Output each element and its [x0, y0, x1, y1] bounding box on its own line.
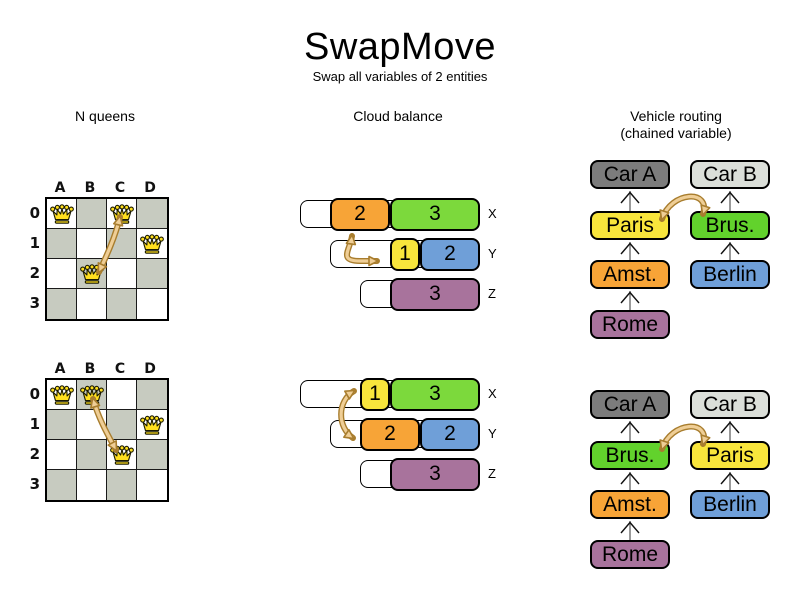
- process-box: 1: [390, 237, 420, 271]
- chessboard-after: [45, 378, 169, 502]
- chessboard-before: [45, 197, 169, 321]
- board-cell-D0: [137, 380, 167, 410]
- board-cell-A3: [47, 470, 77, 500]
- board-cell-A1: [47, 410, 77, 440]
- column-label-D: D: [144, 180, 156, 196]
- board-cell-A1: [47, 229, 77, 259]
- process-box: 3: [390, 457, 480, 491]
- board-cell-B3: [77, 470, 107, 500]
- board-cell-C3: [107, 470, 137, 500]
- queen-icon: [79, 383, 105, 407]
- board-cell-C0: [107, 380, 137, 410]
- column-label-D: D: [144, 361, 156, 377]
- board-cell-D2: [137, 259, 167, 289]
- stop-box-berlin: Berlin: [690, 260, 770, 289]
- row-label-1: 1: [29, 234, 40, 252]
- row-label-0: 0: [29, 204, 40, 222]
- column-label-C: C: [114, 180, 126, 196]
- page-title: SwapMove: [304, 26, 496, 68]
- machine-label-X: X: [488, 386, 497, 401]
- row-label-2: 2: [29, 264, 40, 282]
- board-cell-A2: [47, 440, 77, 470]
- board-cell-C2: [107, 259, 137, 289]
- column-label-C: C: [114, 361, 126, 377]
- process-box: 3: [390, 277, 480, 311]
- machine-label-X: X: [488, 206, 497, 221]
- process-box: 3: [390, 197, 480, 231]
- machine-label-Y: Y: [488, 426, 497, 441]
- queen-icon: [79, 262, 105, 286]
- panel-header-vehicle-routing: Vehicle routing (chained variable): [566, 108, 786, 142]
- row-label-3: 3: [29, 294, 40, 312]
- row-label-3: 3: [29, 475, 40, 493]
- board-cell-B2: [77, 440, 107, 470]
- stop-box-rome: Rome: [590, 310, 670, 339]
- stop-box-amst: Amst.: [590, 260, 670, 289]
- car-box-carb: Car B: [690, 160, 770, 189]
- column-label-B: B: [84, 361, 96, 377]
- process-box: 2: [420, 237, 480, 271]
- stop-box-paris: Paris: [590, 211, 670, 240]
- process-box: 3: [390, 377, 480, 411]
- stop-box-amst: Amst.: [590, 490, 670, 519]
- board-cell-D2: [137, 440, 167, 470]
- stop-box-rome: Rome: [590, 540, 670, 569]
- board-cell-B1: [77, 410, 107, 440]
- queen-icon: [139, 413, 165, 437]
- panel-header-vehicle-line1: Vehicle routing: [630, 108, 722, 124]
- board-cell-A3: [47, 289, 77, 319]
- stop-box-paris: Paris: [690, 441, 770, 470]
- queen-icon: [109, 202, 135, 226]
- queen-icon: [109, 443, 135, 467]
- column-label-A: A: [54, 361, 66, 377]
- column-label-B: B: [84, 180, 96, 196]
- machine-label-Z: Z: [488, 286, 496, 301]
- panel-header-nqueens: N queens: [75, 108, 135, 124]
- row-label-2: 2: [29, 445, 40, 463]
- queen-icon: [139, 232, 165, 256]
- process-box: 2: [330, 197, 390, 231]
- stop-box-brus: Brus.: [590, 441, 670, 470]
- board-cell-D3: [137, 470, 167, 500]
- process-box: 2: [360, 417, 420, 451]
- board-cell-D3: [137, 289, 167, 319]
- board-cell-B1: [77, 229, 107, 259]
- board-cell-C1: [107, 410, 137, 440]
- car-box-cara: Car A: [590, 390, 670, 419]
- board-cell-D0: [137, 199, 167, 229]
- row-label-1: 1: [29, 415, 40, 433]
- board-cell-A2: [47, 259, 77, 289]
- machine-label-Z: Z: [488, 466, 496, 481]
- column-label-A: A: [54, 180, 66, 196]
- process-box: 2: [420, 417, 480, 451]
- stop-box-brus: Brus.: [690, 211, 770, 240]
- panel-header-vehicle-line2: (chained variable): [620, 125, 732, 141]
- board-cell-B3: [77, 289, 107, 319]
- board-cell-B0: [77, 199, 107, 229]
- page-subtitle: Swap all variables of 2 entities: [312, 69, 488, 84]
- board-cell-C3: [107, 289, 137, 319]
- row-label-0: 0: [29, 385, 40, 403]
- queen-icon: [49, 383, 75, 407]
- panel-header-cloud-balance: Cloud balance: [353, 108, 443, 124]
- machine-label-Y: Y: [488, 246, 497, 261]
- queen-icon: [49, 202, 75, 226]
- car-box-cara: Car A: [590, 160, 670, 189]
- process-box: 1: [360, 377, 390, 411]
- stop-box-berlin: Berlin: [690, 490, 770, 519]
- car-box-carb: Car B: [690, 390, 770, 419]
- board-cell-C1: [107, 229, 137, 259]
